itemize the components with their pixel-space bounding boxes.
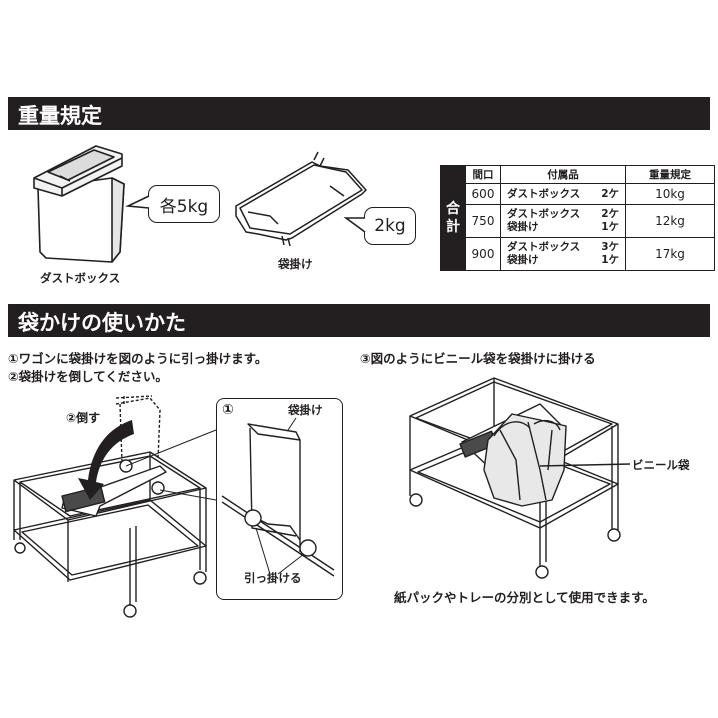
- dustbox-weight-bubble: 各5kg: [148, 185, 220, 223]
- accessory-name: ダストボックス: [507, 241, 581, 253]
- accessory-name: 袋掛け: [507, 221, 539, 233]
- inset-hanger-label: 袋掛け: [288, 403, 323, 417]
- accessory-qty: 1ケ: [601, 254, 619, 266]
- instruction-step3: ③図のようにビニール袋を袋掛けに掛ける: [360, 351, 596, 366]
- hanger-weight: 2kg: [374, 216, 406, 236]
- accessory-name: 袋掛け: [507, 254, 539, 266]
- section-title: 袋かけの使いかた: [18, 311, 186, 335]
- row-accessories: ダストボックス 3ケ 袋掛け 1ケ: [500, 237, 626, 271]
- row-weight: 12kg: [625, 204, 715, 238]
- section-header-weight: 重量規定: [8, 97, 710, 130]
- total-label-cell: 合 計: [440, 165, 466, 271]
- table-row: 600 ダストボックス 2ケ 10kg: [441, 183, 715, 205]
- row-width: 900: [465, 237, 501, 271]
- footer-note: 紙パックやトレーの分別として使用できます。: [394, 590, 655, 605]
- total-label-top: 合: [446, 201, 460, 217]
- row-width: 600: [465, 183, 501, 205]
- row-width: 750: [465, 204, 501, 238]
- row-weight: 10kg: [625, 183, 715, 205]
- inset-detail: [216, 398, 343, 600]
- table-header-row: 合 計 間口 付属品 重量規定: [440, 165, 715, 271]
- inset-hook-label: 引っ掛ける: [244, 571, 302, 585]
- accessory-qty: 2ケ: [601, 187, 619, 200]
- accessory-qty: 3ケ: [601, 241, 619, 253]
- hanger-label: 袋掛け: [278, 257, 313, 271]
- table-row: 750 ダストボックス 2ケ 袋掛け 1ケ 12kg: [441, 204, 715, 238]
- inset-number: ①: [222, 402, 234, 418]
- bag-label: ビニール袋: [632, 458, 690, 472]
- row-accessories: ダストボックス 2ケ 袋掛け 1ケ: [500, 204, 626, 238]
- accessory-name: ダストボックス: [507, 187, 581, 200]
- instruction-step1: ①ワゴンに袋掛けを図のように引っ掛けます。: [8, 351, 268, 366]
- dustbox-label: ダストボックス: [40, 271, 121, 285]
- weight-table: 合 計 間口 付属品 重量規定 600 ダストボックス 2ケ 10kg 750 ダ…: [440, 165, 715, 271]
- total-label-bottom: 計: [446, 219, 460, 235]
- header-accessories: 付属品: [500, 165, 626, 184]
- row-weight: 17kg: [625, 237, 715, 271]
- dustbox-weight: 各5kg: [159, 196, 209, 217]
- header-weight: 重量規定: [625, 165, 715, 184]
- tilt-label: ②倒す: [66, 411, 101, 425]
- section-header-usage: 袋かけの使いかた: [8, 304, 710, 337]
- hanger-weight-bubble: 2kg: [364, 207, 416, 245]
- accessory-qty: 2ケ: [601, 208, 619, 220]
- table-row: 900 ダストボックス 3ケ 袋掛け 1ケ 17kg: [441, 237, 715, 271]
- accessory-qty: 1ケ: [601, 221, 619, 233]
- instruction-step2: ②袋掛けを倒してください。: [8, 369, 168, 384]
- accessory-name: ダストボックス: [507, 208, 581, 220]
- section-title: 重量規定: [18, 104, 102, 128]
